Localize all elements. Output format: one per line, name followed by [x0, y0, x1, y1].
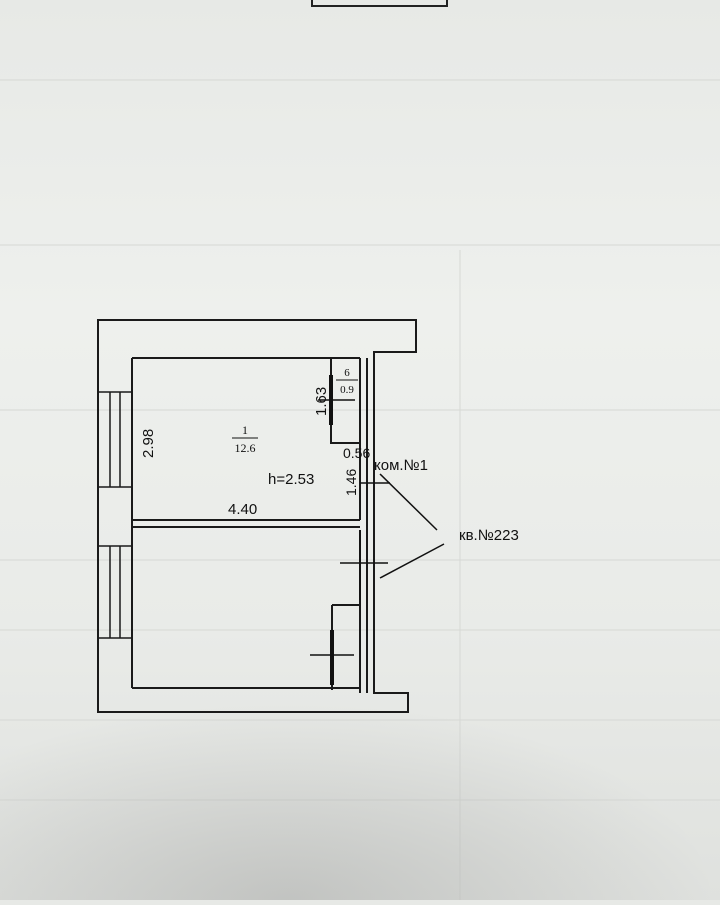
room-number: 1	[242, 423, 248, 437]
doors	[310, 375, 390, 685]
closet-height-dimension: 1.63	[313, 387, 330, 416]
window-bottom	[98, 545, 132, 639]
apartment-label: кв.№223	[459, 527, 519, 544]
ceiling-height: h=2.53	[268, 471, 314, 488]
closet-lower-dimension: 1.46	[343, 469, 359, 496]
top-frame	[311, 0, 448, 7]
page-shadow	[0, 700, 720, 900]
closet-area: 0.9	[340, 384, 354, 396]
closet-number: 6	[344, 367, 350, 379]
width-dimension: 4.40	[228, 501, 257, 518]
height-dimension: 2.98	[140, 429, 157, 458]
window-top	[98, 391, 132, 488]
leader-lines	[379, 473, 445, 579]
room-area: 12.6	[235, 441, 256, 455]
room-label: ком.№1	[374, 457, 428, 474]
closet-width-dimension: 0.56	[343, 445, 370, 461]
walls	[97, 319, 417, 713]
